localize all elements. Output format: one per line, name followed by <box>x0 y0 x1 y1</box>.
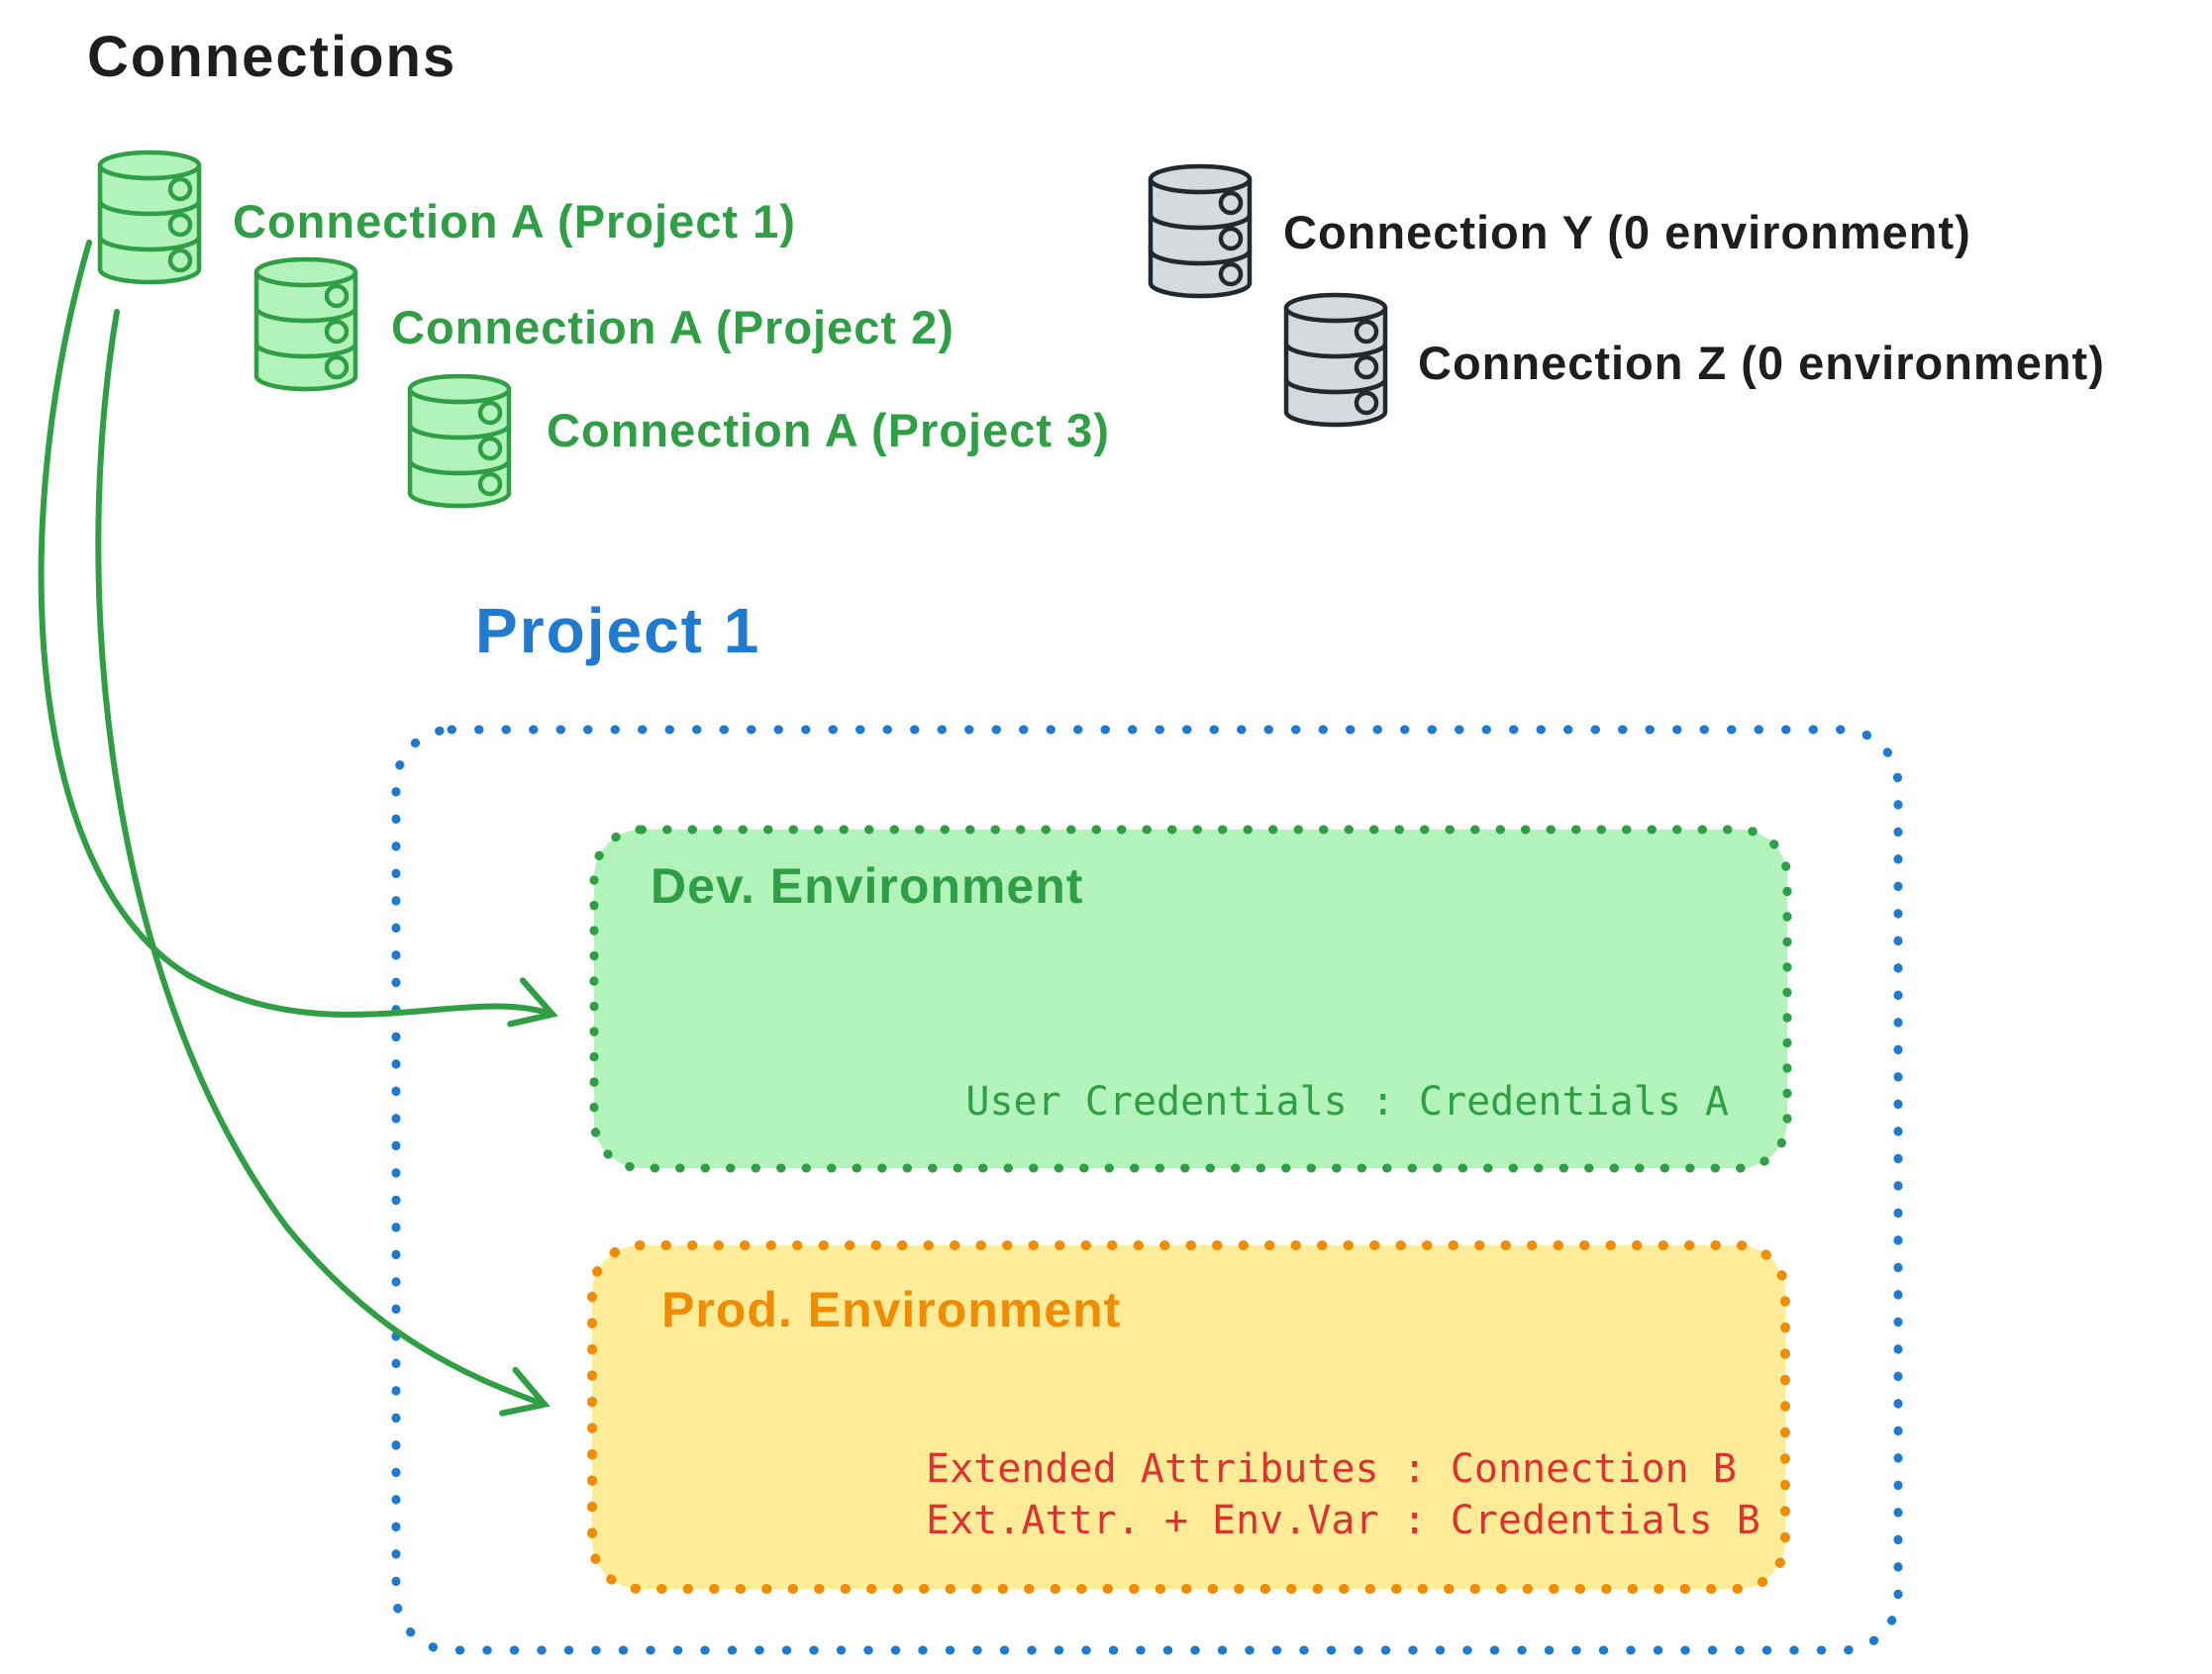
prod-environment-mappings: Extended Attributes : Connection B Ext.A… <box>926 1443 1760 1546</box>
label-connection-y: Connection Y (0 environment) <box>1283 206 1971 258</box>
database-icon-connection-y <box>1151 166 1250 296</box>
dev-environment-credentials-mapping: User Credentials : Credentials A <box>965 1079 1729 1125</box>
prod-mapping-extended-attributes: Extended Attributes : Connection B <box>926 1446 1737 1492</box>
label-connection-a-project-1: Connection A (Project 1) <box>233 195 796 247</box>
label-connection-z: Connection Z (0 environment) <box>1418 337 2105 389</box>
diagram-title: Connections <box>87 25 457 89</box>
arrow-connection-a-to-prod-environment <box>95 309 551 1417</box>
project-1-container <box>391 725 1903 1655</box>
database-icon-connection-a-project-3 <box>410 376 509 506</box>
label-connection-a-project-3: Connection A (Project 3) <box>547 404 1110 456</box>
arrow-connection-a-to-dev-environment <box>38 240 558 1028</box>
dev-environment-label: Dev. Environment <box>651 858 1084 914</box>
prod-environment-label: Prod. Environment <box>661 1282 1122 1337</box>
project-1-title: Project 1 <box>475 595 761 666</box>
prod-environment-box <box>587 1240 1790 1594</box>
database-icon-connection-a-project-1 <box>100 152 199 282</box>
label-connection-a-project-2: Connection A (Project 2) <box>391 301 955 353</box>
dev-environment-box <box>589 825 1792 1173</box>
database-icon-connection-a-project-2 <box>256 259 355 389</box>
prod-mapping-ext-attr-env-var: Ext.Attr. + Env.Var : Credentials B <box>926 1498 1760 1543</box>
database-icon-connection-z <box>1286 295 1385 425</box>
